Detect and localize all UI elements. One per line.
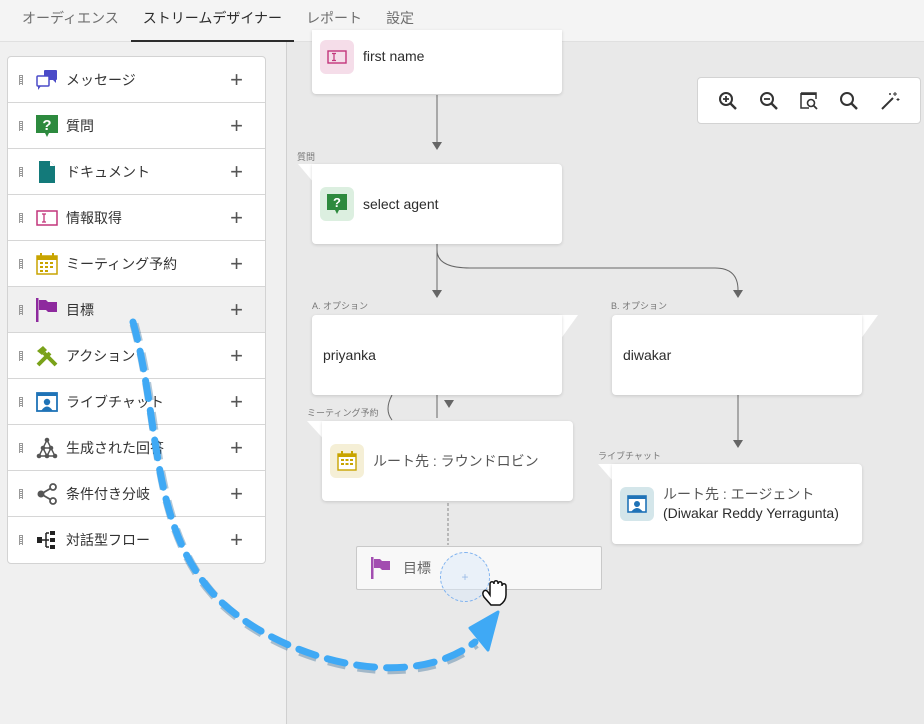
svg-text:?: ?	[42, 117, 51, 134]
drag-handle-icon[interactable]	[19, 74, 23, 85]
drag-handle-icon[interactable]	[19, 166, 23, 177]
node-title: ルート先 : ラウンドロビン	[373, 453, 539, 469]
drag-handle-icon[interactable]	[19, 488, 23, 499]
drop-placeholder-label: 目標	[403, 560, 431, 576]
sidebar-item-label: 生成された回答	[66, 439, 164, 456]
sidebar-item-label: 目標	[66, 301, 94, 318]
sidebar-item-label: ライブチャット	[66, 393, 164, 410]
tab-audience[interactable]: オーディエンス	[22, 10, 119, 26]
action-tools-icon	[35, 344, 59, 368]
add-button[interactable]: +	[230, 158, 243, 184]
zoom-toolbar	[697, 77, 921, 124]
node-first-name[interactable]: first name	[312, 30, 562, 94]
network-icon	[35, 436, 59, 460]
sidebar-item-label: メッセージ	[66, 71, 136, 88]
node-question-select-agent[interactable]: ? select agent	[312, 164, 562, 244]
add-button[interactable]: +	[230, 204, 243, 230]
sidebar-item-label: 条件付き分岐	[66, 485, 150, 502]
share-icon	[35, 482, 59, 506]
document-icon	[35, 160, 59, 184]
sidebar-item-message[interactable]: メッセージ +	[8, 57, 265, 103]
zoom-out-icon[interactable]	[759, 91, 779, 111]
drag-handle-icon[interactable]	[19, 212, 23, 223]
tab-report[interactable]: レポート	[306, 10, 363, 26]
flag-icon	[35, 297, 59, 322]
add-button[interactable]: +	[230, 388, 243, 414]
node-live-chat[interactable]: ルート先 : エージェント (Diwakar Reddy Yerragunta)	[612, 464, 862, 544]
search-icon[interactable]	[839, 91, 859, 111]
sidebar: メッセージ+ ?質問+ ドキュメント+ 情報取得+ ミーティング予約+ 目標+ …	[0, 42, 287, 724]
node-option-b[interactable]: diwakar	[612, 315, 862, 395]
sidebar-item-document[interactable]: ドキュメント +	[8, 149, 265, 195]
text-field-icon	[35, 206, 59, 230]
component-list: メッセージ+ ?質問+ ドキュメント+ 情報取得+ ミーティング予約+ 目標+ …	[7, 56, 266, 564]
sidebar-item-question[interactable]: ? 質問 +	[8, 103, 265, 149]
drop-target-add-button[interactable]: +	[440, 552, 490, 602]
sidebar-item-generated-answer[interactable]: 生成された回答 +	[8, 425, 265, 471]
drag-handle-icon[interactable]	[19, 258, 23, 269]
tab-stream-designer[interactable]: ストリームデザイナー	[130, 0, 295, 42]
node-section-label: B. オプション	[611, 301, 668, 311]
live-chat-icon	[35, 390, 59, 414]
sidebar-item-goal[interactable]: 目標 +	[8, 287, 265, 333]
add-button[interactable]: +	[230, 112, 243, 138]
flow-icon	[35, 528, 59, 552]
node-title: select agent	[363, 196, 439, 212]
add-button[interactable]: +	[230, 434, 243, 460]
sidebar-item-live-chat[interactable]: ライブチャット +	[8, 379, 265, 425]
magic-wand-icon[interactable]	[880, 91, 900, 111]
sidebar-item-conditional-branch[interactable]: 条件付き分岐 +	[8, 471, 265, 517]
drag-handle-icon[interactable]	[19, 350, 23, 361]
sidebar-item-label: 質問	[66, 117, 94, 134]
calendar-icon	[35, 252, 59, 276]
drag-handle-icon[interactable]	[19, 535, 23, 545]
drag-handle-icon[interactable]	[19, 396, 23, 407]
node-title: first name	[363, 48, 425, 64]
node-title: diwakar	[623, 347, 672, 363]
drag-handle-icon[interactable]	[19, 120, 23, 131]
svg-text:?: ?	[333, 195, 341, 210]
node-option-a[interactable]: priyanka	[312, 315, 562, 395]
add-button[interactable]: +	[230, 66, 243, 92]
node-meeting[interactable]: ルート先 : ラウンドロビン	[322, 421, 573, 501]
node-section-label: ライブチャット	[598, 451, 661, 461]
node-subtitle: (Diwakar Reddy Yerragunta)	[663, 505, 839, 521]
tab-settings[interactable]: 設定	[386, 10, 415, 26]
node-section-label: 質問	[297, 152, 316, 162]
sidebar-item-label: ドキュメント	[66, 163, 150, 180]
sidebar-item-action[interactable]: アクション +	[8, 333, 265, 379]
add-button[interactable]: +	[230, 296, 243, 322]
sidebar-item-meeting[interactable]: ミーティング予約 +	[8, 241, 265, 287]
add-button[interactable]: +	[230, 527, 243, 552]
drag-handle-icon[interactable]	[19, 304, 23, 315]
zoom-in-icon[interactable]	[718, 91, 738, 111]
sidebar-item-label: 対話型フロー	[66, 532, 150, 548]
add-button[interactable]: +	[230, 480, 243, 506]
node-title: ルート先 : エージェント	[663, 486, 815, 502]
text-field-icon	[320, 40, 354, 74]
sidebar-item-info-capture[interactable]: 情報取得 +	[8, 195, 265, 241]
question-icon: ?	[35, 114, 59, 138]
live-chat-icon	[620, 487, 654, 521]
sidebar-item-label: 情報取得	[66, 209, 122, 226]
message-icon	[35, 68, 59, 92]
sidebar-item-label: ミーティング予約	[66, 255, 178, 272]
flag-icon	[371, 557, 391, 579]
node-section-label: A. オプション	[312, 301, 369, 311]
node-title: priyanka	[323, 347, 376, 363]
node-section-label: ミーティング予約	[307, 408, 379, 418]
sidebar-item-conversational-flow[interactable]: 対話型フロー +	[8, 517, 265, 563]
add-button[interactable]: +	[230, 250, 243, 276]
calendar-icon	[330, 444, 364, 478]
add-button[interactable]: +	[230, 342, 243, 368]
sidebar-item-label: アクション	[66, 347, 136, 364]
question-icon: ?	[320, 187, 354, 221]
drag-handle-icon[interactable]	[19, 442, 23, 453]
fit-view-icon[interactable]	[799, 91, 819, 111]
